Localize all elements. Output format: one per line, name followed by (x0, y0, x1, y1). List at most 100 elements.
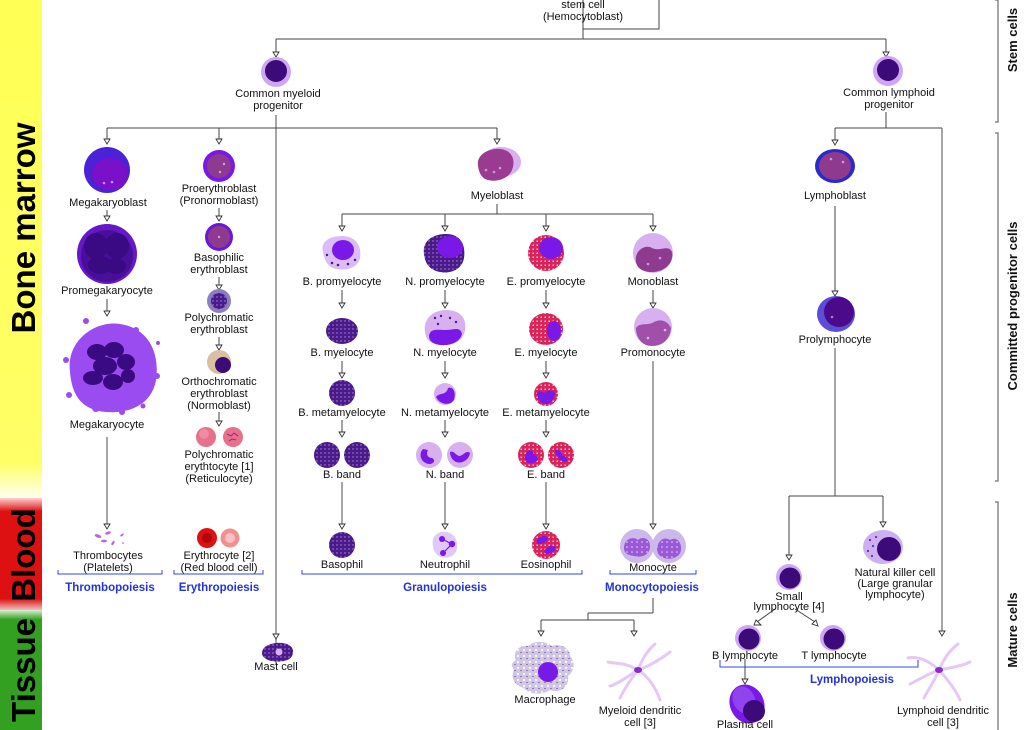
cell-eosinophilic-myelocyte (529, 313, 563, 345)
label-cmp-line1: Common myeloid (235, 88, 321, 100)
process-thrombopoiesis: Thrombopoiesis (65, 582, 154, 594)
label-basophilic-erythroblast-line2: erythroblast (190, 264, 247, 276)
label-e-band: E. band (527, 469, 565, 481)
label-monocyte: Monocyte (629, 562, 677, 574)
cell-neutrophilic-band (416, 442, 473, 468)
stage-bracket-stem-cells: Stem cells (995, 0, 1020, 123)
cell-monocyte (620, 529, 686, 563)
label-reticulocyte-line1: Polychromatic (184, 449, 254, 461)
cell-eosinophilic-promyelocyte (528, 235, 564, 271)
label-polychromatic-erythroblast-line2: erythroblast (190, 324, 247, 336)
label-e-metamyelocyte: E. metamyelocyte (502, 407, 589, 419)
label-n-promyelocyte: N. promyelocyte (405, 276, 484, 288)
label-b-myelocyte: B. myelocyte (311, 347, 374, 359)
process-lymphopoiesis: Lymphopoiesis (810, 674, 894, 686)
stage-label-committed-progenitor-cells: Committed progenitor cells (1005, 221, 1020, 390)
cell-erythrocyte (197, 528, 240, 548)
label-prolymphocyte: Prolymphocyte (799, 334, 872, 346)
zone-bar-blood: Blood (0, 498, 42, 610)
cell-neutrophilic-myelocyte (424, 310, 466, 346)
label-orthochromatic-line2: erythroblast (190, 388, 247, 400)
label-macrophage: Macrophage (514, 694, 575, 706)
cell-megakaryoblast (84, 147, 130, 193)
label-thrombocytes-line1: Thrombocytes (73, 550, 143, 562)
process-monocytopoiesis: Monocytopoiesis (605, 582, 699, 594)
cell-myeloid-dendritic (606, 642, 672, 702)
stage-bracket-mature: Mature cells (995, 501, 1020, 730)
label-basophil: Basophil (321, 559, 363, 571)
label-promegakaryocyte: Promegakaryocyte (61, 285, 153, 297)
cell-labels: stem cell (Hemocytoblast) Common myeloid… (61, 0, 989, 730)
cell-neutrophilic-promyelocyte (423, 234, 465, 273)
label-n-band: N. band (426, 469, 465, 481)
cell-prolymphocyte (817, 296, 855, 332)
label-megakaryoblast: Megakaryoblast (69, 197, 147, 209)
cell-eosinophilic-metamyelocyte (534, 382, 558, 406)
cell-macrophage (511, 641, 574, 694)
label-n-metamyelocyte: N. metamyelocyte (401, 407, 489, 419)
cell-proerythroblast (203, 150, 235, 182)
label-myeloid-dc-line2: cell [3] (624, 717, 656, 729)
label-promonocyte: Promonocyte (621, 347, 686, 359)
process-labels: Thrombopoiesis Erythropoiesis Granulopoi… (65, 582, 894, 686)
cell-mast-cell (262, 642, 294, 662)
label-erythrocyte-line2: (Red blood cell) (180, 562, 257, 574)
cell-basophilic-erythroblast (205, 223, 233, 251)
label-lymphoid-dc-line2: cell [3] (927, 717, 959, 729)
label-proerythroblast-line2: (Pronormoblast) (180, 195, 259, 207)
zone-label-bone-marrow: Bone marrow (5, 122, 42, 333)
label-myeloid-dc-line1: Myeloid dendritic (599, 705, 682, 717)
label-nk-line1: Natural killer cell (855, 567, 936, 579)
stage-label-mature-cells: Mature cells (1005, 592, 1020, 667)
label-hsc-line1: stem cell (561, 0, 604, 11)
label-polychromatic-erythroblast-line1: Polychromatic (184, 312, 254, 324)
label-nk-line3: lymphocyte) (865, 589, 924, 601)
zone-bar-bone-marrow: Bone marrow (0, 0, 42, 498)
stage-label-stem-cells: Stem cells (1005, 8, 1020, 72)
process-granulopoiesis: Granulopoiesis (403, 582, 487, 594)
label-lymphoid-dc-line1: Lymphoid dendritic (897, 705, 989, 717)
cell-b-lymphocyte (735, 625, 761, 651)
label-e-promyelocyte: E. promyelocyte (507, 276, 586, 288)
cell-eosinophilic-band (518, 442, 574, 468)
cell-common-myeloid-progenitor (261, 57, 291, 87)
label-thrombocytes-line2: (Platelets) (83, 562, 133, 574)
cell-polychromatic-erythroblast (207, 289, 231, 313)
label-proerythroblast-line1: Proerythroblast (182, 183, 257, 195)
label-lymphoblast: Lymphoblast (804, 190, 866, 202)
label-b-lymphocyte: B lymphocyte (712, 650, 778, 662)
label-hsc-line2: (Hemocytoblast) (543, 11, 623, 23)
cell-promegakaryocyte (77, 224, 137, 284)
cell-basophilic-band (314, 442, 370, 468)
label-orthochromatic-line1: Orthochromatic (181, 376, 257, 388)
cell-lymphoid-dendritic (906, 642, 972, 702)
label-small-lymphocyte-line1: Small (775, 591, 803, 603)
label-clp-line1: Common lymphoid (843, 87, 935, 99)
cell-promonocyte (634, 308, 672, 346)
cell-basophilic-metamyelocyte (329, 380, 355, 406)
zone-label-tissue: Tissue (5, 618, 42, 722)
cell-basophilic-myelocyte (326, 318, 358, 344)
cell-basophil (329, 532, 355, 558)
label-basophilic-erythroblast-line1: Basophilic (194, 252, 245, 264)
cell-t-lymphocyte (820, 625, 846, 651)
label-cmp-line2: progenitor (253, 100, 303, 112)
label-neutrophil: Neutrophil (420, 559, 470, 571)
label-monoblast: Monoblast (628, 276, 679, 288)
label-reticulocyte-line2: erythtocyte [1] (184, 461, 253, 473)
label-nk-line2: (Large granular (857, 578, 933, 590)
label-mast-cell: Mast cell (254, 661, 297, 673)
label-n-myelocyte: N. myelocyte (413, 347, 477, 359)
cell-lymphoblast (815, 149, 855, 183)
cell-thrombocytes (94, 531, 124, 546)
stage-bracket-committed: Committed progenitor cells (995, 132, 1020, 482)
cell-orthochromatic-erythroblast (207, 350, 231, 374)
label-reticulocyte-line3: (Reticulocyte) (185, 473, 252, 485)
process-erythropoiesis: Erythropoiesis (179, 582, 260, 594)
label-b-band: B. band (323, 469, 361, 481)
cell-plasma (729, 684, 765, 724)
process-brackets (57, 570, 919, 668)
cell-myeloblast (477, 147, 521, 181)
cell-natural-killer (863, 530, 903, 564)
